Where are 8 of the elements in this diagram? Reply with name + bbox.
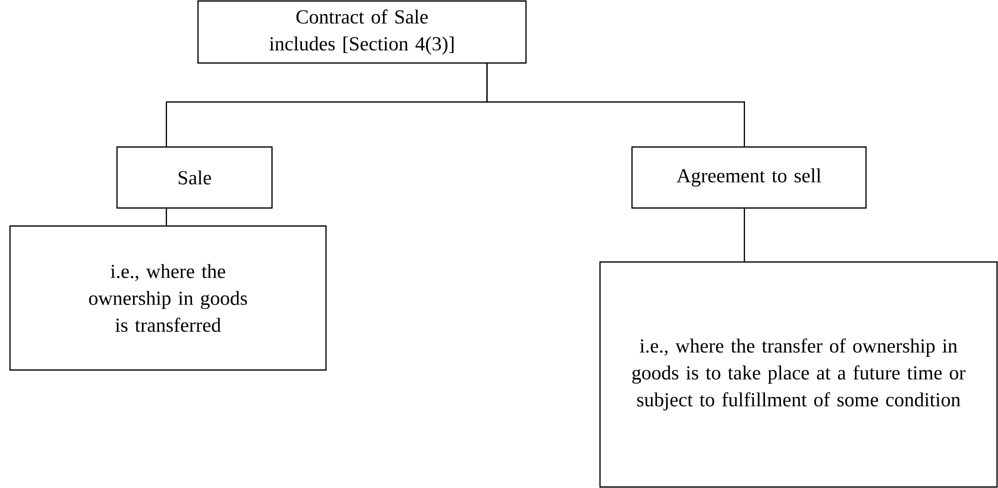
text-box: i.e., where the transfer of ownership in goods is to take place at a future time or subject to fulfillment of some condition <box>599 261 998 488</box>
text-box: i.e., where the ownership in goods is transferred <box>9 225 327 371</box>
connector-line <box>166 208 167 226</box>
connector-line <box>744 208 745 262</box>
connector-line <box>486 63 745 146</box>
text-box: Sale <box>116 146 273 209</box>
text-box: Agreement to sell <box>631 146 867 209</box>
text-box: Contract of Sale includes [Section 4(3)] <box>197 0 527 64</box>
